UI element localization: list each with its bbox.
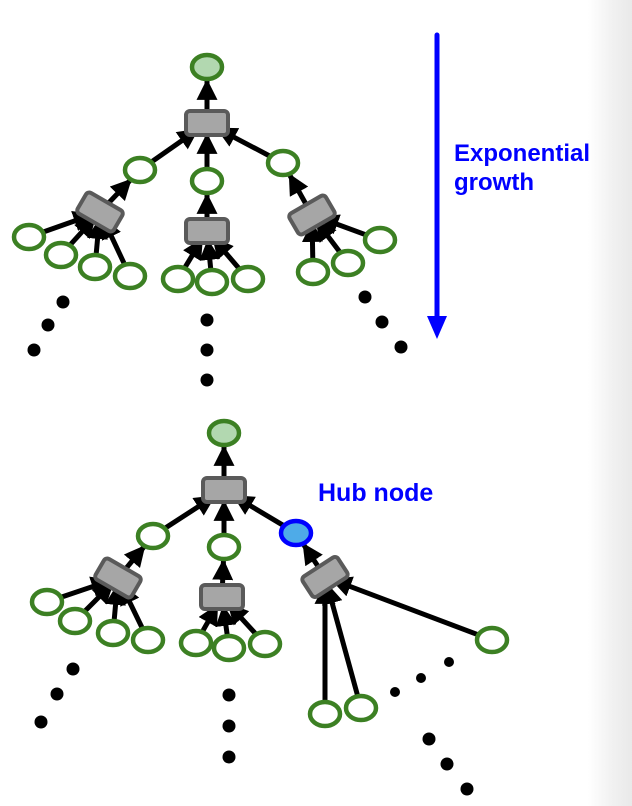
edge-arrow (199, 238, 221, 271)
factor-node (75, 190, 125, 234)
factor-node (287, 193, 337, 237)
exponential-growth-label: Exponential growth (454, 140, 590, 198)
factor-node (184, 217, 230, 245)
edge-arrow (287, 173, 310, 208)
variable-node (112, 261, 148, 291)
ellipsis-dot (440, 757, 454, 771)
growth-arrow (427, 32, 447, 339)
ellipsis-dot (422, 732, 436, 746)
ellipsis-dot (66, 662, 80, 676)
ellipsis-dot (27, 343, 41, 357)
factor-nodes-layer (75, 109, 350, 611)
edge-arrow (322, 582, 360, 696)
variable-node (362, 225, 398, 255)
variable-node (178, 628, 214, 658)
variable-node (57, 606, 93, 636)
variable-node (194, 267, 230, 297)
hub-node-label: Hub node (318, 479, 434, 507)
variable-node (230, 264, 266, 294)
ellipsis-dot (200, 343, 214, 357)
factor-node (93, 556, 143, 600)
variable-node (77, 252, 113, 282)
ellipsis-dot (41, 318, 55, 332)
ellipsis-dot (34, 715, 48, 729)
variable-node (11, 222, 47, 252)
edge-arrow (122, 545, 146, 572)
ellipsis-dot (444, 657, 454, 667)
ellipsis-dot (460, 782, 474, 796)
variable-node (122, 155, 158, 185)
edges-layer (41, 78, 480, 700)
ellipsis-dot (200, 313, 214, 327)
factor-node (199, 583, 245, 611)
ellipsis-dot (50, 687, 64, 701)
ellipsis-dot (358, 290, 372, 304)
variable-node (247, 629, 283, 659)
variable-node (130, 625, 166, 655)
variable-node (474, 625, 510, 655)
variable-node (160, 264, 196, 294)
ellipsis-dot (222, 750, 236, 764)
ellipsis-dot (416, 673, 426, 683)
variable-node (265, 148, 301, 178)
variable-nodes-layer (11, 52, 510, 729)
factor-node (300, 555, 350, 599)
edge-arrow (105, 178, 133, 207)
ellipsis-dot (200, 373, 214, 387)
exponential-label-line2: growth (454, 168, 534, 196)
ellipsis-dot (222, 688, 236, 702)
ellipsis-dot (394, 340, 408, 354)
growth-arrow-head (427, 316, 447, 339)
variable-node (206, 532, 242, 562)
variable-node (211, 633, 247, 663)
variable-node (95, 618, 131, 648)
edge-arrow (330, 576, 480, 638)
exponential-label-line1: Exponential (454, 140, 591, 167)
variable-node (307, 699, 343, 729)
variable-node (43, 240, 79, 270)
variable-node (189, 166, 225, 196)
root-node (189, 52, 225, 82)
factor-node (201, 476, 247, 504)
edge-arrow (212, 558, 234, 586)
factor-node (184, 109, 230, 137)
ellipsis-dot (390, 687, 400, 697)
ellipsis-dot (375, 315, 389, 329)
root-node (206, 418, 242, 448)
edge-arrow (215, 604, 237, 637)
ellipsis-dot (222, 719, 236, 733)
edge-arrow (301, 542, 323, 571)
variable-node (29, 587, 65, 617)
hub-node (278, 518, 314, 548)
ellipsis-dot (56, 295, 70, 309)
variable-node (343, 693, 379, 723)
variable-node (295, 257, 331, 287)
variable-node (330, 248, 366, 278)
ellipsis-dots-layer (27, 290, 474, 796)
variable-node (135, 521, 171, 551)
